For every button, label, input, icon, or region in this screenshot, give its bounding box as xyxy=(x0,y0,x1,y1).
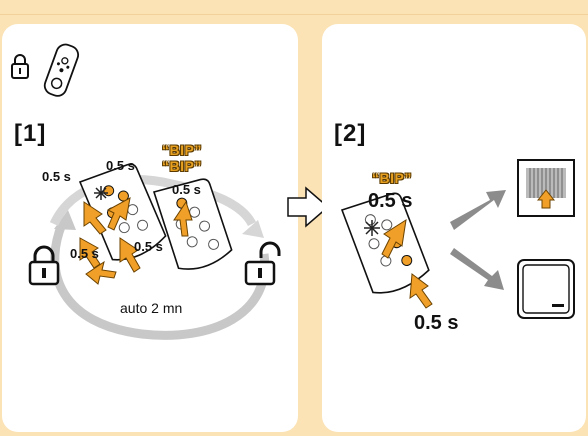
step-1-panel: [1] “BIP” “BIP” 0.5 s 0.5 s 0.5 s 0.5 s … xyxy=(2,24,298,432)
timing-label: 0.5 s xyxy=(42,169,71,184)
result-arrow-icon xyxy=(450,190,506,290)
timing-label: 0.5 s xyxy=(106,158,135,173)
step-2-illustration xyxy=(340,159,575,319)
press-arrow-icon xyxy=(79,197,193,285)
remote-control-icon xyxy=(43,43,80,97)
auto-cycle-label: auto 2 mn xyxy=(120,300,183,316)
lock-closed-icon xyxy=(28,245,60,286)
bip-sound-label-2: “BIP” xyxy=(162,158,202,174)
press-arrow-icon xyxy=(381,218,433,309)
led-flash-icon xyxy=(94,186,108,200)
led-flash-icon xyxy=(364,220,380,236)
bip-sound-label-1: “BIP” xyxy=(162,142,202,158)
step-2-panel: [2] “BIP” 0.5 s 0.5 s xyxy=(322,24,586,432)
lock-closed-icon-small xyxy=(11,54,29,79)
timing-label: 0.5 s xyxy=(134,239,163,254)
lock-open-icon xyxy=(244,241,281,286)
wall-switch-icon xyxy=(517,259,575,319)
roller-shutter-icon xyxy=(517,159,575,217)
step-2-label: [2] xyxy=(334,120,367,147)
timing-label: 0.5 s xyxy=(368,190,413,212)
top-band xyxy=(0,0,588,15)
timing-label: 0.5 s xyxy=(172,182,201,197)
timing-label: 0.5 s xyxy=(414,312,459,334)
step-1-label: [1] xyxy=(14,120,47,147)
bip-sound-label: “BIP” xyxy=(372,170,412,186)
timing-label: 0.5 s xyxy=(70,246,99,261)
step-1-illustration xyxy=(11,43,281,340)
